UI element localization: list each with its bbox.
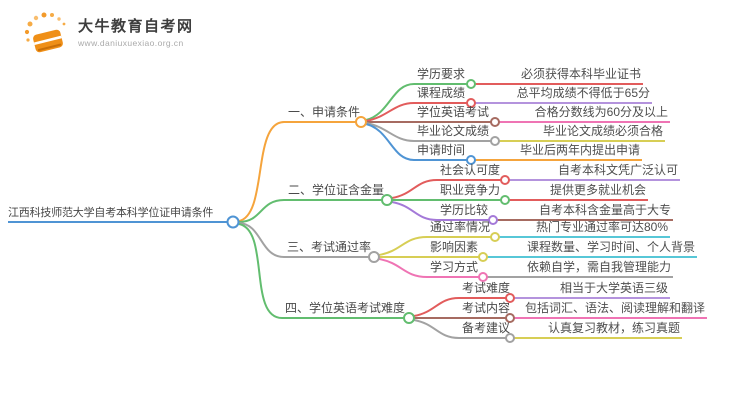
branch4-child2-label[interactable]: 考试内容: [462, 301, 511, 315]
branch1-child5-handle[interactable]: [466, 155, 476, 165]
branch1-child1-connector: [365, 83, 415, 121]
branch4-child2-handle[interactable]: [505, 313, 515, 323]
branch3-child3-handle[interactable]: [478, 272, 488, 282]
branch3-leaf1-label[interactable]: 热门专业通过率可达80%: [535, 220, 668, 234]
branch2-child2-handle[interactable]: [500, 195, 510, 205]
branch1-leaf4-label[interactable]: 毕业论文成绩必须合格: [542, 124, 663, 138]
branch3-leaf3-label[interactable]: 依赖自学，需自我管理能力: [526, 260, 671, 274]
branch4-child1-label[interactable]: 考试难度: [462, 281, 511, 295]
branch4-leaf1-label[interactable]: 相当于大学英语三级: [559, 281, 668, 295]
branch3-leaf2-label[interactable]: 课程数量、学习时间、个人背景: [526, 240, 695, 254]
branch3-label[interactable]: 三、考试通过率: [287, 240, 372, 254]
branch2-child1-connector: [391, 179, 438, 199]
branch1-child4-label[interactable]: 毕业论文成绩: [417, 124, 490, 138]
branch1-child4-connector: [365, 122, 415, 142]
branch2-connector: [238, 199, 285, 223]
branch2-child3-label[interactable]: 学历比较: [440, 203, 489, 217]
branch4-child1-connector: [413, 297, 460, 317]
branch1-child5-label[interactable]: 申请时间: [417, 143, 466, 157]
branch1-child4-handle[interactable]: [490, 136, 500, 146]
branch3-handle[interactable]: [368, 251, 380, 263]
branch2-child2-label[interactable]: 职业竞争力: [440, 183, 501, 197]
branch1-leaf3-label[interactable]: 合格分数线为60分及以上: [534, 105, 668, 119]
branch3-child2-handle[interactable]: [478, 252, 488, 262]
branch3-child1-connector: [378, 236, 428, 256]
branch4-leaf3-label[interactable]: 认真复习教材，练习真题: [547, 321, 680, 335]
branch1-leaf5-label[interactable]: 毕业后两年内提出申请: [519, 143, 640, 157]
branch1-child5-connector: [365, 123, 415, 161]
branch2-leaf1-label[interactable]: 自考本科文凭广泛认可: [557, 163, 678, 177]
branch1-child2-connector: [365, 102, 415, 122]
branch3-child3-label[interactable]: 学习方式: [430, 260, 479, 274]
branch4-child3-handle[interactable]: [505, 333, 515, 343]
logo[interactable]: 大牛教育自考网 www.daniuxuexiao.org.cn: [22, 10, 194, 56]
logo-book-icon: [24, 12, 66, 53]
branch3-connector: [238, 222, 285, 258]
branch2-leaf3-label[interactable]: 自考本科含金量高于大专: [538, 203, 671, 217]
branch2-child1-label[interactable]: 社会认可度: [440, 163, 501, 177]
branch1-child3-label[interactable]: 学位英语考试: [417, 105, 490, 119]
branch1-label[interactable]: 一、申请条件: [288, 105, 361, 119]
branch3-child2-label[interactable]: 影响因素: [430, 240, 479, 254]
branch3-child1-handle[interactable]: [490, 232, 500, 242]
branch4-leaf2-label[interactable]: 包括词汇、语法、阅读理解和翻译: [524, 301, 705, 315]
branch2-label[interactable]: 二、学位证含金量: [288, 183, 385, 197]
branch1-leaf2-label[interactable]: 总平均成绩不得低于65分: [516, 86, 650, 100]
root-node-label[interactable]: 江西科技师范大学自考本科学位证申请条件: [8, 207, 214, 219]
branch1-child1-label[interactable]: 学历要求: [417, 67, 466, 81]
branch4-connector: [238, 223, 283, 319]
root-handle[interactable]: [226, 215, 240, 229]
branch3-child3-connector: [378, 258, 428, 278]
branch4-handle[interactable]: [403, 312, 415, 324]
branch1-child2-label[interactable]: 课程成绩: [417, 86, 466, 100]
branch4-label[interactable]: 四、学位英语考试难度: [285, 301, 406, 315]
branch1-child2-handle[interactable]: [466, 98, 476, 108]
site-title: 大牛教育自考网: [78, 18, 194, 35]
branch1-handle[interactable]: [355, 116, 367, 128]
branch2-handle[interactable]: [381, 194, 393, 206]
branch1-connector: [238, 121, 285, 222]
bran4-child3-connector: [413, 319, 460, 339]
branch2-leaf2-label[interactable]: 提供更多就业机会: [549, 183, 646, 197]
branch1-child3-handle[interactable]: [490, 117, 500, 127]
branch2-child1-handle[interactable]: [500, 175, 510, 185]
branch4-child3-label[interactable]: 备考建议: [462, 321, 511, 335]
branch1-leaf1-label[interactable]: 必须获得本科毕业证书: [520, 67, 641, 81]
branch2-child3-connector: [391, 201, 438, 221]
branch4-child1-handle[interactable]: [505, 293, 515, 303]
site-url: www.daniuxuexiao.org.cn: [78, 38, 184, 48]
branch3-child1-label[interactable]: 通过率情况: [430, 220, 491, 234]
branch2-child3-handle[interactable]: [488, 215, 498, 225]
branch1-child1-handle[interactable]: [466, 79, 476, 89]
